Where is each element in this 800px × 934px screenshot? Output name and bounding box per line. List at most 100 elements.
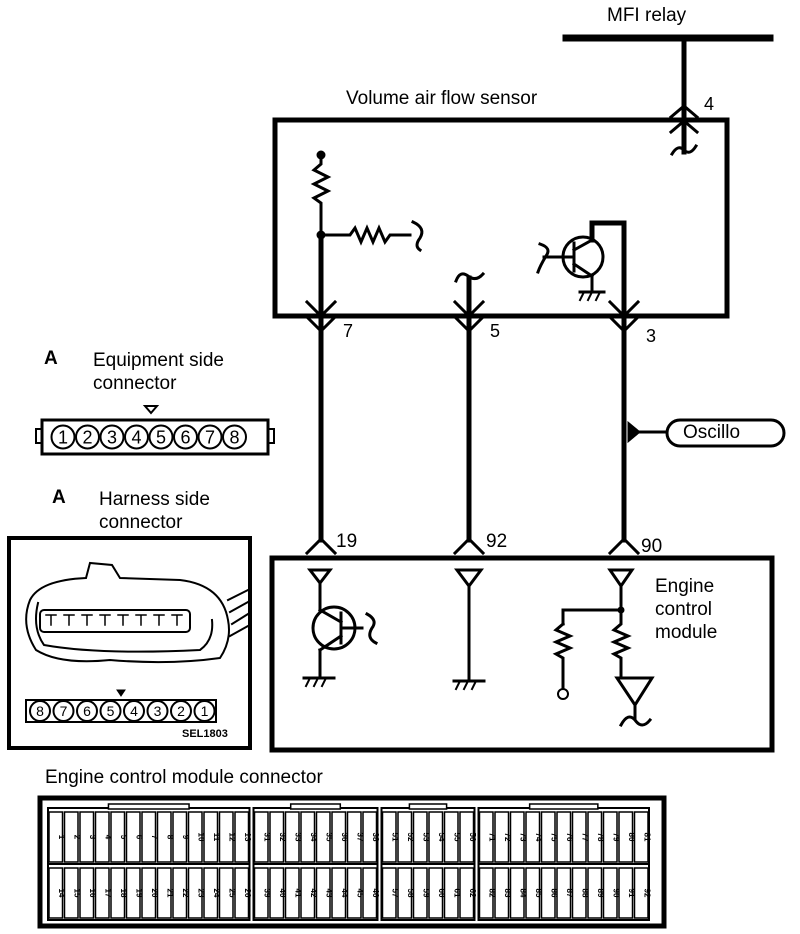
ecm-pin-cell [443,811,459,863]
ecm-pin-number: 53 [421,833,430,842]
connector-chevron-icon [304,299,338,319]
ecm-pin-cell [234,811,250,863]
ecm-pin-cell [618,811,634,863]
ecm-title-line-3: module [655,622,718,643]
ecm-pin-number: 35 [324,833,333,842]
ecm-pin-cell [571,867,587,919]
ecm-connector-frame [37,795,667,929]
ecm-pin-number: 7 [150,835,159,840]
ecm-pin-cell [331,867,347,919]
ecm-pin-cell [494,811,510,863]
resistor-icon [552,621,574,690]
ecm-pin-cell [428,867,444,919]
ecm-pin-cell [125,811,141,863]
ecm-pin-cell [300,811,316,863]
ecm-pin-number: 18 [119,889,128,898]
ecm-pin-cell [141,811,157,863]
ecm-pin-cell [633,867,649,919]
ecm-pin-cell [331,811,347,863]
ecm-pin-number: 85 [534,889,543,898]
ecm-pin-number: 45 [355,889,364,898]
harness-connector-frame [7,536,252,750]
sensor-pin-3-label: 3 [646,326,657,346]
ecm-box [269,555,775,753]
ecm-pin-number: 32 [278,833,287,842]
ecm-pin-cell [571,811,587,863]
harness-connector-title-line-1: Harness side [99,489,210,510]
harness-pin-strip [25,699,217,723]
ecm-pin-number: 87 [565,889,574,898]
ecm-pin-number: 75 [549,833,558,842]
ecm-pin-cell [218,811,234,863]
ecm-pin-number: 80 [627,833,636,842]
ecm-pin-cell [633,811,649,863]
ecm-pin-cell [602,867,618,919]
ecm-pin-number: 43 [324,889,333,898]
ecm-pin-number: 60 [437,889,446,898]
connector-pin [75,424,100,450]
connector-pin-number: 3 [154,703,162,719]
ecm-pin-number: 62 [468,889,477,898]
ecm-pin-cell [234,867,250,919]
ecm-pin-number: 72 [503,833,512,842]
ecm-pin-cell [459,811,475,863]
connector-pin [148,424,174,450]
ecm-pin-cell [525,867,541,919]
ecm-pin-cell [141,867,157,919]
ecm-pin-cell [525,811,541,863]
ecm-pin-number: 14 [57,889,66,898]
connector-chevron-icon [304,536,338,556]
ecm-pin-number: 6 [134,835,143,840]
wire-break-icon [364,611,379,646]
ecm-pin-number: 16 [88,889,97,898]
ecm-pin-number: 20 [150,889,159,898]
key-marker-icon [142,405,160,415]
ecm-pin-cell [618,867,634,919]
ecm-pin-number: 22 [181,889,190,898]
ecm-pin-cell [556,811,572,863]
connector-pin [123,700,145,722]
ecm-pin-cell [494,867,510,919]
connector-pin [173,424,198,450]
ecm-pin-cell [125,867,141,919]
ecm-pin-cell [315,867,331,919]
ecm-pin-cell [284,811,300,863]
wire-break-icon [411,220,424,253]
ecm-pin-cell [94,867,110,919]
ecm-pin-number: 89 [596,889,605,898]
ecm-title-line-1: Engine [655,576,715,597]
ecm-pin-number: 56 [468,833,477,842]
ecm-pin-cell [203,867,219,919]
sensor-pin-7-label: 7 [343,321,354,341]
ecm-pin-number: 76 [565,833,574,842]
ecm-pin-cell [187,867,203,919]
ecm-pin-number: 41 [293,889,302,898]
ecm-pin-number: 25 [227,889,236,898]
ecm-pin-cell [172,811,188,863]
connector-pin-number: 7 [205,427,215,447]
ecm-pin-number: 37 [355,833,364,842]
ecm-pin-number: 2 [72,835,81,840]
resistor-icon [319,224,412,246]
oscillo-label: Oscillo [683,422,741,443]
ecm-pin-cell [110,867,126,919]
ecm-pin-number: 77 [580,833,589,842]
ecm-pin-number: 5 [119,835,128,840]
sensor-pin-4-label: 4 [704,94,715,114]
ecm-pin-number: 8 [165,835,174,840]
ecm-pin-number: 83 [503,889,512,898]
connector-pin-number: 4 [131,427,141,447]
equipment-connector-title-line-2: connector [93,373,177,394]
ecm-pin-cell [300,867,316,919]
ecm-title: Engine control module [655,575,717,644]
connector-chevron-icon [607,314,641,334]
ecm-pin-number: 17 [103,889,112,898]
ecm-pin-cell [63,811,79,863]
ecm-pin-number: 3 [88,835,97,840]
resistor-icon [310,157,332,235]
ecm-pin-number: 19 [134,889,143,898]
ecm-pin-cell [362,811,378,863]
connector-chevron-icon [607,299,641,319]
ecm-connector-title: Engine control module connector [45,767,323,788]
sensor-box [272,117,730,319]
